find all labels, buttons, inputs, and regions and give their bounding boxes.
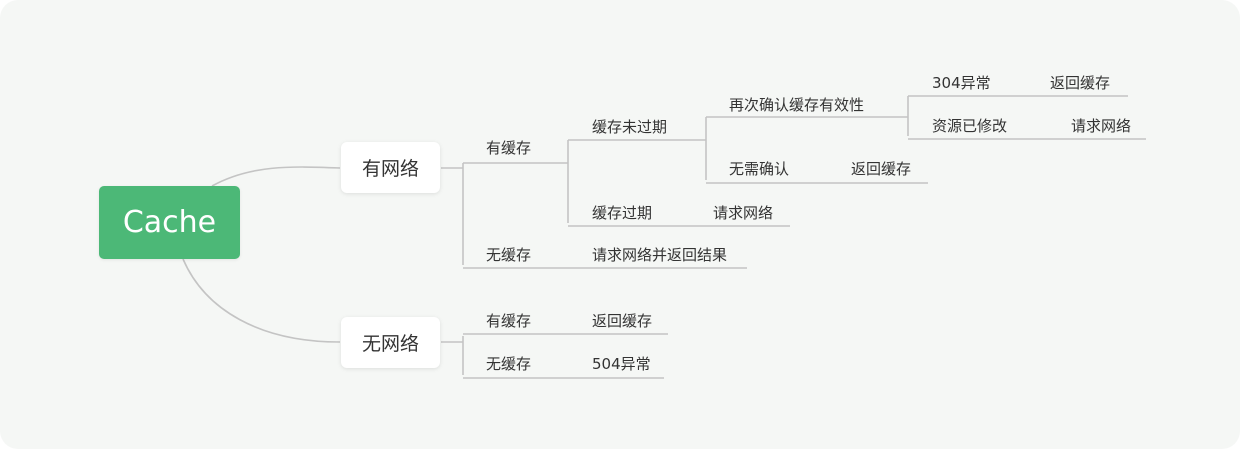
node-reconfirm-validity[interactable]: 再次确认缓存有效性	[729, 96, 865, 114]
node-offline-no-cache[interactable]: 无缓存	[486, 355, 532, 373]
connector-no-network-bracket	[441, 333, 668, 379]
connector-not-expired-bracket	[705, 116, 928, 184]
node-no-cache[interactable]: 无缓存	[486, 246, 532, 264]
node-offline-has-cache[interactable]: 有缓存	[486, 312, 532, 330]
node-no-confirm[interactable]: 无需确认	[729, 160, 790, 178]
topic-has-network[interactable]: 有网络	[341, 142, 440, 193]
connector-root-has-network	[211, 166, 341, 187]
root-node-cache[interactable]: Cache	[99, 186, 240, 259]
connector-root-no-network	[182, 258, 341, 343]
node-304-error[interactable]: 304异常	[932, 74, 991, 92]
node-no-confirm-return-cache[interactable]: 返回缓存	[851, 160, 912, 178]
node-expired-request-network[interactable]: 请求网络	[713, 204, 774, 222]
node-cache-not-expired[interactable]: 缓存未过期	[592, 118, 668, 136]
node-cache-expired[interactable]: 缓存过期	[592, 204, 653, 222]
connector-has-cache-bracket	[567, 139, 790, 227]
topic-no-network[interactable]: 无网络	[341, 317, 440, 368]
connector-reconfirm-bracket	[907, 95, 1146, 140]
connector-has-network-bracket	[441, 162, 747, 269]
node-offline-return-cache[interactable]: 返回缓存	[592, 312, 653, 330]
node-304-return-cache[interactable]: 返回缓存	[1050, 74, 1111, 92]
node-resource-modified[interactable]: 资源已修改	[932, 117, 1008, 135]
node-modified-request-network[interactable]: 请求网络	[1071, 117, 1132, 135]
node-504-error[interactable]: 504异常	[592, 355, 651, 373]
node-request-network-return-result[interactable]: 请求网络并返回结果	[592, 246, 728, 264]
node-has-cache[interactable]: 有缓存	[486, 139, 532, 157]
